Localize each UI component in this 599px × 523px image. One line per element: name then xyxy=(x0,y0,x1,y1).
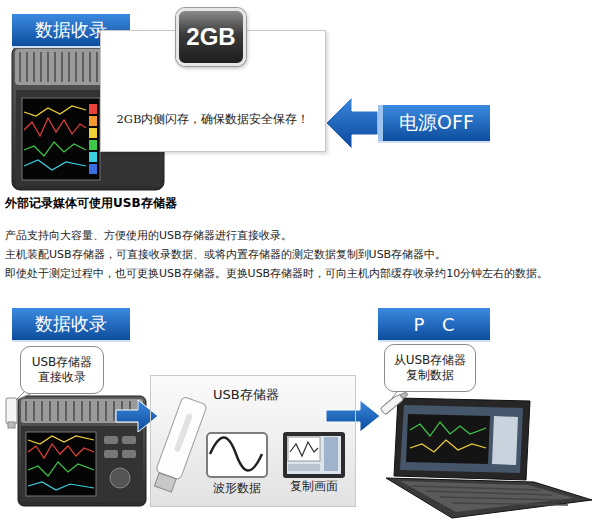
node-text: 数据收录 xyxy=(35,312,107,336)
sine-wave xyxy=(210,438,262,471)
laptop xyxy=(386,398,592,518)
color-bar xyxy=(89,104,97,114)
node-text: 波形数据 xyxy=(213,480,261,497)
terminal-lines xyxy=(20,52,97,82)
body-text: 产品支持向大容量、方便使用的USB存储器进行直接收录。 xyxy=(5,228,594,243)
screen-icon-fill xyxy=(284,433,342,475)
node-text: 复制画面 xyxy=(290,478,338,495)
usb-connector xyxy=(8,422,15,428)
screen-window xyxy=(288,437,320,461)
memory-chip-icon: 2GB xyxy=(176,8,246,66)
trace xyxy=(24,106,86,116)
screen-sidebar xyxy=(324,437,338,471)
logger-button xyxy=(104,436,118,444)
trace xyxy=(24,160,86,170)
color-bar xyxy=(89,164,97,174)
logger-button xyxy=(104,450,118,458)
laptop-keyboard xyxy=(400,481,574,512)
laptop-base xyxy=(386,478,592,518)
callout-bubble: 从USB存储器 复制数据 xyxy=(384,344,476,392)
app-sidebar xyxy=(492,416,518,465)
usb-connector xyxy=(154,473,176,492)
usb-stick-slot xyxy=(174,413,193,453)
logger-screen xyxy=(26,432,96,496)
usb-stick xyxy=(151,396,208,493)
app-trace xyxy=(410,422,486,436)
color-bar xyxy=(89,128,97,138)
logger-button xyxy=(122,450,136,458)
flow-arrow xyxy=(116,400,158,432)
laptop-display xyxy=(400,405,523,473)
trace xyxy=(28,444,94,458)
waveform-icon-fill xyxy=(206,432,266,476)
app-trace xyxy=(410,440,486,452)
node-text: USB存储器 直接收录 xyxy=(29,355,95,385)
pc-tab: P C xyxy=(378,308,490,340)
screen-strip xyxy=(288,464,320,471)
logger-button xyxy=(122,436,136,444)
usb-storage-panel: USB存储器波形数据复制画面 xyxy=(150,375,356,507)
body-text: 即使处于测定过程中，也可更换USB存储器。更换USB存储器时，可向主机内部缓存收… xyxy=(5,266,594,281)
usb-stick-body xyxy=(155,396,207,480)
trace xyxy=(28,462,94,476)
heading-text: 外部记录媒体可使用USB存储器 xyxy=(5,195,594,212)
node-text: 从USB存储器 复制数据 xyxy=(393,353,467,383)
node-text: USB存储器 xyxy=(213,386,279,404)
flow-arrow xyxy=(326,97,378,149)
app-graph-panel xyxy=(406,414,490,464)
laptop-lid xyxy=(394,398,530,480)
flow-arrow xyxy=(326,400,380,432)
screen-wave xyxy=(290,442,318,456)
trace xyxy=(24,142,86,156)
color-bar xyxy=(89,140,97,150)
logger-screen xyxy=(22,98,100,180)
trace xyxy=(28,436,94,444)
power-off-box: 电源OFF xyxy=(378,105,490,141)
node-text: 2GB xyxy=(186,23,235,51)
usb-stick xyxy=(6,398,17,424)
usb-stick-body xyxy=(380,393,404,415)
logger-dial xyxy=(110,468,130,488)
keyboard-rows xyxy=(412,486,568,505)
storage-panel-fill xyxy=(150,375,356,507)
color-bar xyxy=(89,116,97,126)
node-text: 电源OFF xyxy=(399,110,474,136)
body-text: 主机装配USB存储器，可直接收录数据、或将内置存储器的测定数据复制到USB存储器… xyxy=(5,247,594,262)
section-tab: 数据收录 xyxy=(12,308,130,340)
front-panel xyxy=(21,426,143,502)
callout-bubble: USB存储器 直接收录 xyxy=(20,346,104,394)
node-text: P C xyxy=(413,314,460,335)
waveform-icon: 波形数据 xyxy=(206,432,268,478)
trace xyxy=(28,482,94,490)
color-bar xyxy=(89,152,97,162)
node-text: 2GB内侧闪存，确保数据安全保存！ xyxy=(117,112,310,127)
screen-icon: 复制画面 xyxy=(283,432,345,478)
node-text: 数据收录 xyxy=(35,18,107,42)
trace xyxy=(24,118,86,136)
